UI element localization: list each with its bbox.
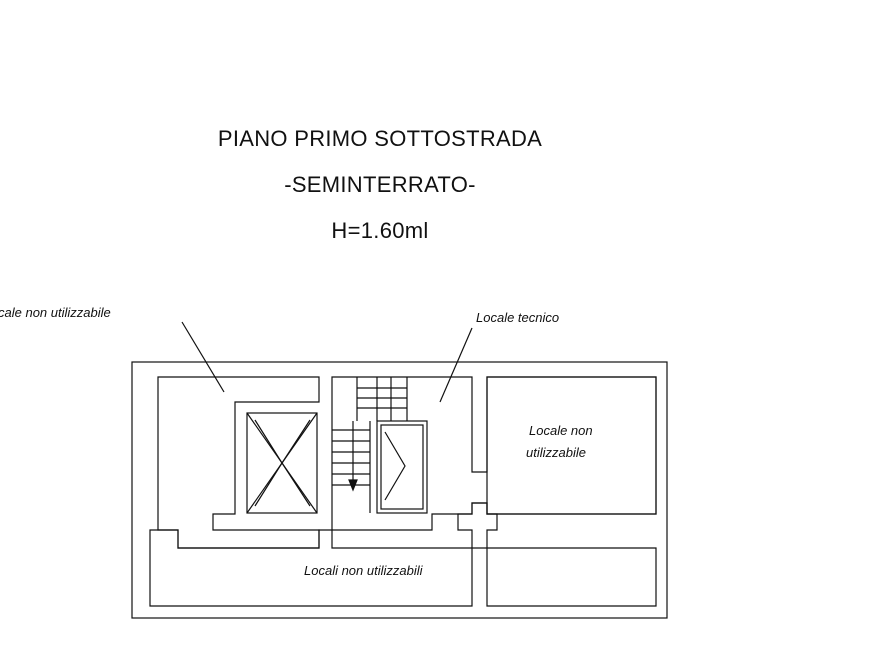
room-top-left xyxy=(157,376,320,549)
plan-subtitle: -SEMINTERRATO- xyxy=(284,172,476,197)
label-locale-non-right-2: utilizzabile xyxy=(526,445,586,460)
plan-title: PIANO PRIMO SOTTOSTRADA xyxy=(217,126,543,151)
label-locale-tecnico: Locale tecnico xyxy=(476,310,559,325)
shaft-left xyxy=(246,412,318,514)
leader-line-left xyxy=(181,321,225,393)
elevator xyxy=(376,420,428,514)
label-locale-non-utilizzabile-left: cale non utilizzabile xyxy=(0,305,111,320)
label-locali-non-utilizzabili: Locali non utilizzabili xyxy=(304,563,424,578)
room-right xyxy=(486,376,657,515)
staircase xyxy=(332,377,408,513)
leader-line-tecnico xyxy=(439,327,473,403)
label-locale-non-right-1: Locale non xyxy=(529,423,593,438)
room-bottom xyxy=(149,502,657,607)
plan-height: H=1.60ml xyxy=(331,218,429,243)
outer-wall xyxy=(131,361,668,619)
